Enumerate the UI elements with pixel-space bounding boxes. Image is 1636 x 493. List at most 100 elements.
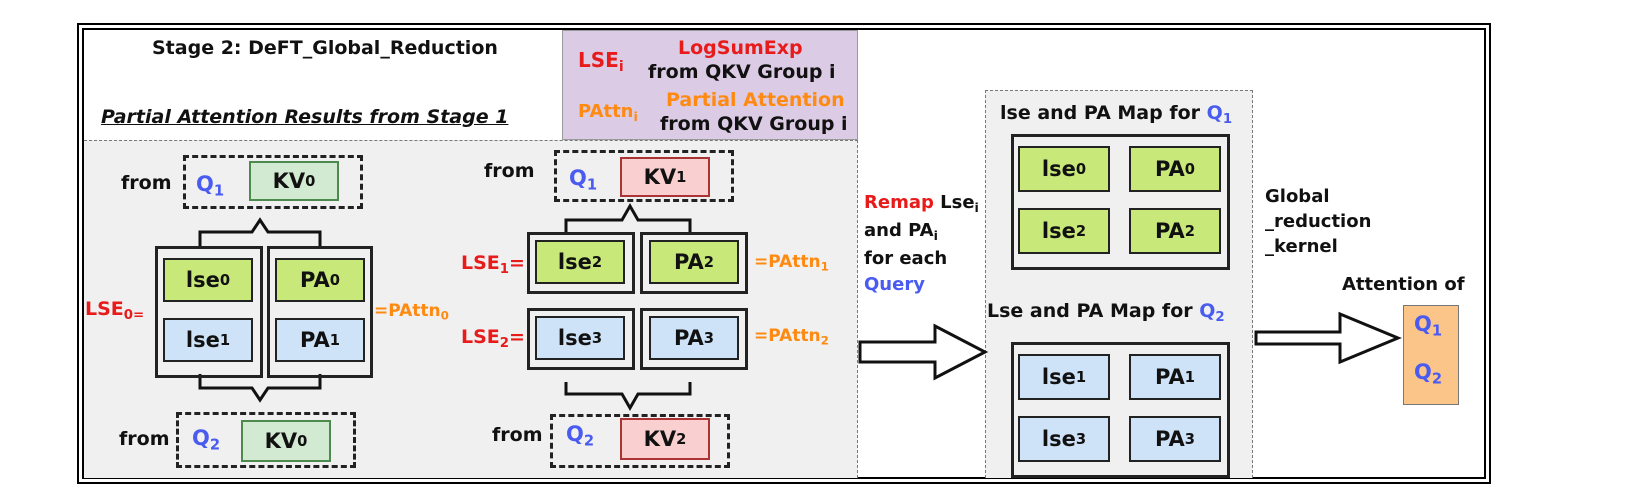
legend-pattn-symbol: PAttni: [578, 103, 638, 123]
cell-name: PA: [1155, 157, 1185, 181]
cell-name: lse: [1041, 157, 1076, 181]
pattn-sub: 2: [820, 333, 829, 348]
cell-sub: 0: [1184, 160, 1195, 178]
map-q2-title: Lse and PA Map for Q2: [987, 300, 1225, 325]
cell-name: lse: [1041, 365, 1076, 389]
map-q1-q: Q1: [1207, 102, 1233, 127]
kv-sub: 2: [676, 430, 687, 448]
cell-sub: 2: [591, 253, 603, 271]
group1-row1-pa-box: [640, 232, 748, 294]
cell-name: PA: [300, 268, 330, 292]
cell-name: lse: [1041, 427, 1076, 451]
remap-word: Remap: [864, 192, 934, 213]
kernel-line1: Global: [1265, 186, 1330, 207]
pattn-text: =PAttn: [374, 301, 441, 321]
q-sub: 1: [1222, 111, 1233, 127]
q-text: Q: [196, 172, 214, 196]
outer-frame: [77, 23, 1491, 484]
kernel-line3: _kernel: [1265, 236, 1338, 257]
group0-q-bottom: Q2: [192, 428, 220, 453]
map-title-text: Lse and PA Map for: [987, 300, 1193, 322]
pattn-sub: 0: [440, 308, 449, 323]
cell-name: lse: [185, 328, 220, 352]
q-sub: 2: [1215, 309, 1225, 325]
q-text: Q: [566, 422, 584, 446]
pattn-text: =PAttn: [754, 326, 821, 346]
group1-row2-pa-box: [640, 308, 748, 370]
pattn-sub: 1: [820, 259, 829, 274]
cell-sub: 3: [591, 329, 603, 347]
cell-sub: 1: [1075, 368, 1087, 386]
group1-bottom-dashed: [550, 414, 730, 468]
legend-lse-text: LSE: [578, 48, 619, 72]
output-q1: Q1: [1414, 314, 1442, 339]
lse-eq: =: [509, 252, 525, 274]
cell-sub: 2: [1184, 222, 1195, 240]
cell-sub: 3: [703, 329, 714, 347]
kv-text: KV: [643, 427, 677, 451]
kernel-line2: _reduction: [1265, 211, 1372, 232]
q-text: Q: [192, 426, 210, 450]
kv-text: KV: [264, 429, 298, 453]
remap-line3: for each: [864, 248, 948, 269]
group1-from-top: from: [484, 160, 535, 182]
group0-pattn-label: =PAttn0: [374, 303, 449, 322]
kv-text: KV: [643, 165, 677, 189]
group1-row1-lse-label: LSE1=: [461, 252, 525, 277]
remap-and-sub: i: [933, 227, 938, 243]
q-text: Q: [1199, 300, 1216, 322]
map-q2-q: Q2: [1199, 300, 1225, 325]
output-title: Attention of: [1342, 274, 1465, 295]
group1-row1-pattn-label: =PAttn1: [754, 254, 829, 273]
group1-q-bottom: Q2: [566, 424, 594, 449]
group1-row2-lse-label: LSE2=: [461, 326, 525, 351]
cell-name: PA: [674, 326, 704, 350]
group0-pa-column: [267, 246, 373, 378]
group0-from-bottom: from: [119, 428, 170, 450]
cell-name: lse: [557, 326, 592, 350]
lse-text: LSE: [461, 326, 500, 348]
lse-eq: =: [509, 326, 525, 348]
pattn-text: =PAttn: [754, 252, 821, 272]
cell-name: PA: [1155, 219, 1185, 243]
output-box: [1403, 305, 1459, 405]
cell-sub: 0: [329, 271, 340, 289]
lse-sub: 2: [499, 335, 510, 351]
lse-sub: 0=: [123, 307, 145, 323]
cell-name: PA: [674, 250, 704, 274]
group0-from-top: from: [121, 172, 172, 194]
cell-sub: 0: [219, 271, 231, 289]
legend-pattn-desc: from QKV Group i: [660, 113, 848, 135]
remap-line1: Remap Lsei: [864, 194, 979, 214]
group1-row2-lse-box: [527, 308, 635, 370]
q-sub: 1: [213, 182, 225, 200]
inner-frame: [82, 28, 1486, 479]
lse-text: LSE: [461, 252, 500, 274]
legend-lse-sub: i: [618, 59, 624, 76]
cell-sub: 1: [329, 331, 340, 349]
map-q2-box: [1011, 342, 1230, 478]
kv-sub: 0: [305, 172, 316, 190]
group1-row2-pattn-label: =PAttn2: [754, 328, 829, 347]
legend-lse-symbol: LSEi: [578, 50, 624, 74]
map-q1-title: lse and PA Map for Q1: [1000, 102, 1233, 127]
kv-sub: 0: [297, 432, 308, 450]
q-sub: 2: [209, 436, 221, 454]
cell-sub: 2: [1075, 222, 1087, 240]
remap-line2: and PAi: [864, 222, 938, 242]
